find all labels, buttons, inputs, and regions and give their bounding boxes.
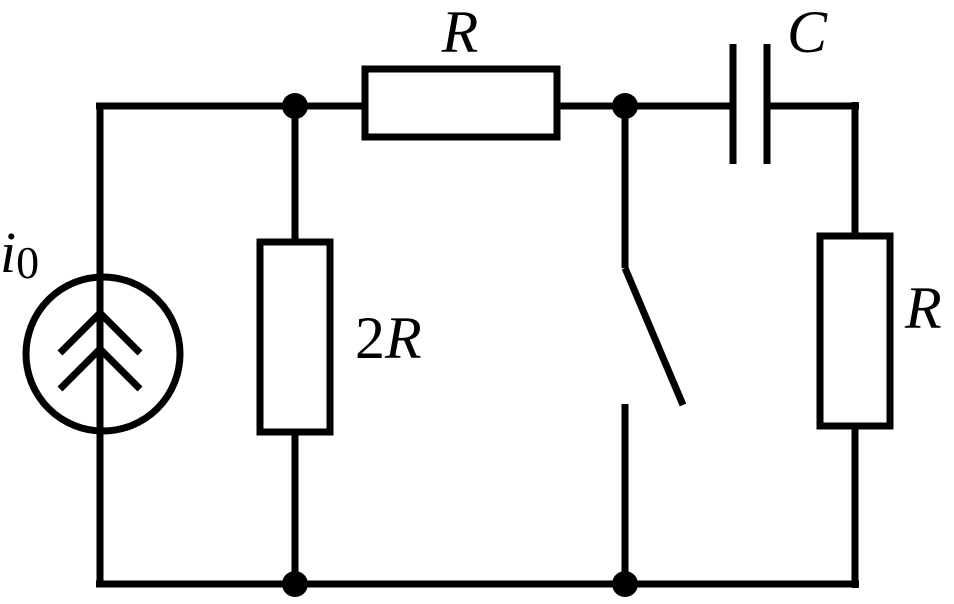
node-bottom-left <box>282 571 308 597</box>
label-right-resistor: R <box>904 275 942 341</box>
capacitor <box>729 44 771 164</box>
label-top-resistor: R <box>441 0 479 65</box>
resistor-right <box>816 232 894 430</box>
node-top-middle <box>612 93 638 119</box>
label-left-resistor-coeff: 2 <box>355 305 385 371</box>
resistor-2r <box>256 238 334 436</box>
label-left-resistor-letter: R <box>384 305 422 371</box>
resistor-top <box>361 65 561 141</box>
switch-blade <box>621 266 687 407</box>
label-capacitor: C <box>787 0 828 65</box>
wires <box>96 102 859 588</box>
current-source-arrow-lower <box>57 344 143 392</box>
junction-nodes <box>282 93 638 597</box>
label-left-resistor: 2R <box>355 305 422 371</box>
current-source <box>22 273 184 435</box>
label-source-subscript: 0 <box>16 237 39 288</box>
node-bottom-middle <box>612 571 638 597</box>
label-source: i0 <box>0 220 39 288</box>
node-top-left <box>282 93 308 119</box>
label-source-letter: i <box>0 220 16 285</box>
current-source-arrow-upper <box>57 308 143 356</box>
